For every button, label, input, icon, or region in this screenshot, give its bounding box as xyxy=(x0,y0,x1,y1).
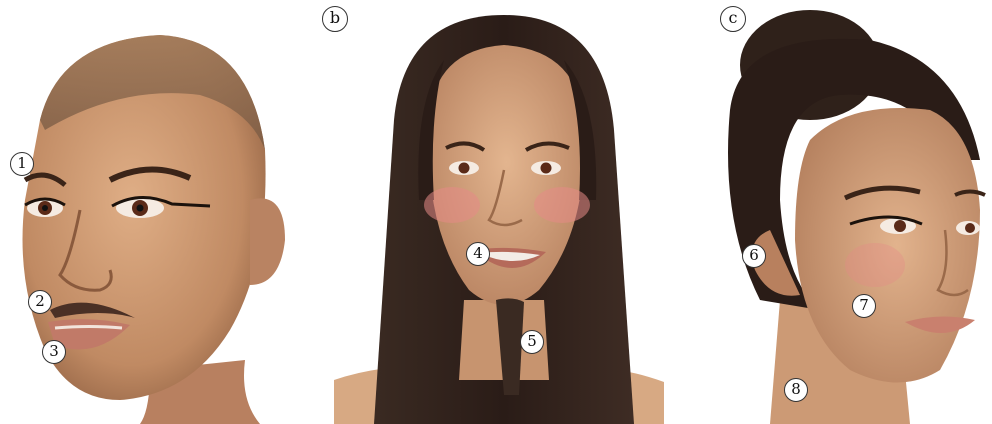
face-b-illustration xyxy=(334,0,664,424)
marker-7: 7 xyxy=(852,294,876,318)
marker-1: 1 xyxy=(10,152,34,176)
face-c-illustration xyxy=(700,0,992,424)
cheek-right-b xyxy=(534,187,590,223)
panel-letter-c: c xyxy=(720,6,746,32)
panel-c: c 6 7 8 xyxy=(700,0,992,424)
marker-2: 2 xyxy=(28,290,52,314)
panel-a: 1 2 3 xyxy=(0,0,300,424)
marker-5: 5 xyxy=(520,330,544,354)
cheek-left-b xyxy=(424,187,480,223)
marker-8: 8 xyxy=(784,378,808,402)
marker-6: 6 xyxy=(742,244,766,268)
panel-letter-b: b xyxy=(322,6,348,32)
panel-b: b 4 5 xyxy=(334,0,664,424)
marker-4: 4 xyxy=(466,242,490,266)
marker-3: 3 xyxy=(42,340,66,364)
ear-a xyxy=(250,198,285,285)
